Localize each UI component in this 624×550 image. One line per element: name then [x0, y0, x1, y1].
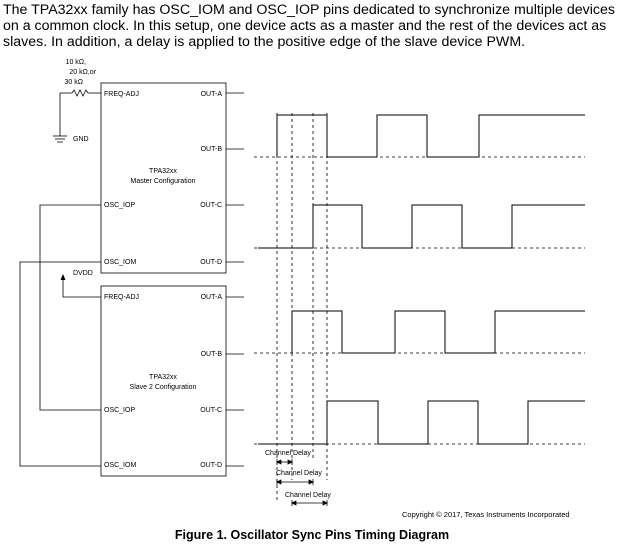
channel-delay-arrow-1 [276, 459, 293, 465]
master-pin-osc-iop: OSC_IOP [104, 202, 135, 209]
slave-pin-osc-iop: OSC_IOP [104, 407, 135, 414]
waveform-slave-d [258, 400, 585, 445]
channel-delay-label-1: Channel Delay [265, 450, 311, 457]
resistor-label-3: 30 kΩ [65, 79, 83, 86]
channel-delay-label-2: Channel Delay [276, 470, 322, 477]
resistor-label-2: 20 kΩ,or [69, 69, 96, 76]
master-pin-out-c: OUT-C [200, 202, 222, 209]
ground-symbol [53, 135, 67, 143]
slave-chip-config: Slave 2 Configuration [130, 384, 197, 391]
waveform-master-d [258, 204, 585, 249]
master-pin-out-a: OUT-A [201, 91, 223, 98]
timing-guides [276, 113, 328, 502]
waveform-master-b [276, 114, 585, 158]
slave-chip-name: TPA32xx [149, 374, 177, 381]
slave-pin-out-b: OUT-B [201, 351, 223, 358]
slave-pin-freq-adj: FREQ-ADJ [104, 294, 139, 301]
dvdd-label: DVDD [73, 270, 93, 277]
gnd-label: GND [73, 136, 89, 143]
channel-delay-arrow-3 [291, 500, 328, 506]
resistor-label-1: 10 kΩ, [66, 59, 86, 66]
slave-pin-osc-iom: OSC_IOM [104, 462, 136, 469]
figure-caption: Figure 1. Oscillator Sync Pins Timing Di… [174, 528, 450, 542]
slave-pin-out-a: OUT-A [201, 294, 223, 301]
sync-wires [19, 204, 101, 467]
master-chip-config: Master Configuration [131, 178, 196, 185]
intro-paragraph: The TPA32xx family has OSC_IOM and OSC_I… [3, 2, 615, 50]
output-stubs [226, 92, 244, 467]
slave-chip [100, 285, 227, 477]
dvdd-arrow-icon [60, 274, 66, 280]
slave-pin-out-c: OUT-C [200, 407, 222, 414]
slave-pin-out-d: OUT-D [200, 462, 222, 469]
master-pin-freq-adj: FREQ-ADJ [104, 91, 139, 98]
channel-delay-arrow-2 [276, 479, 314, 485]
master-pin-out-d: OUT-D [200, 259, 222, 266]
resistor-symbol [59, 89, 101, 136]
waveform-slave-b [291, 310, 585, 354]
master-pin-out-b: OUT-B [201, 146, 223, 153]
master-chip-name: TPA32xx [149, 168, 177, 175]
copyright-note: Copyright © 2017, Texas Instruments Inco… [402, 510, 570, 519]
channel-delay-label-3: Channel Delay [285, 492, 331, 499]
master-pin-osc-iom: OSC_IOM [104, 259, 136, 266]
waveforms [258, 114, 585, 445]
master-chip [100, 82, 227, 274]
